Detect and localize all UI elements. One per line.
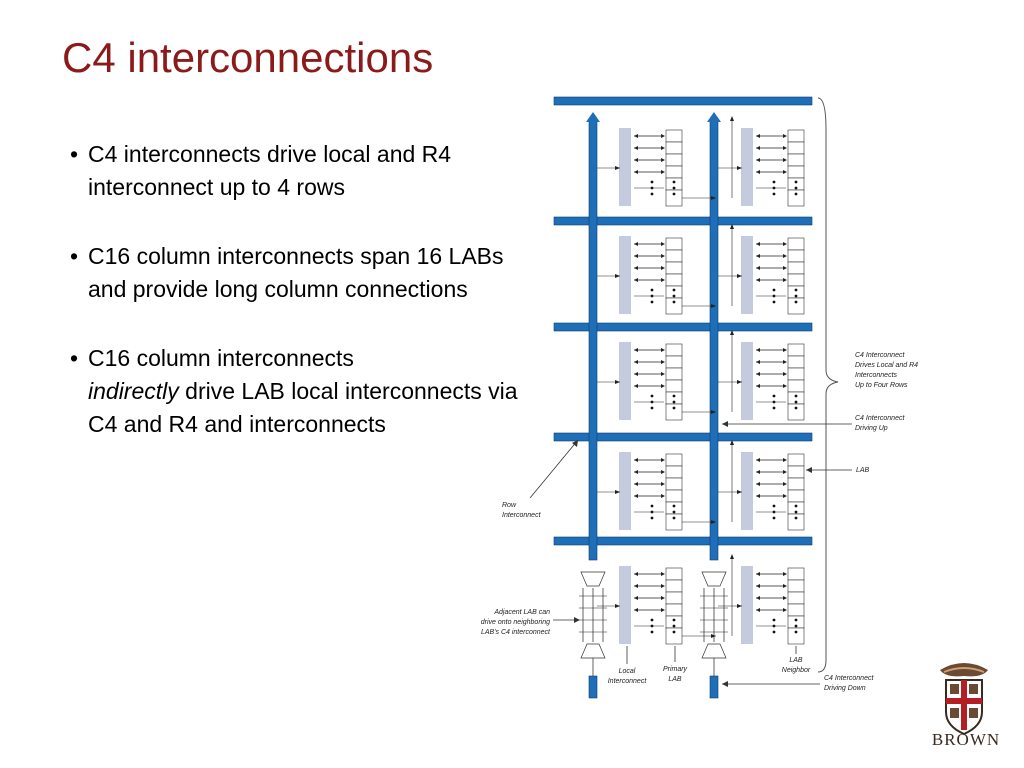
lab-cell <box>718 330 805 421</box>
svg-text:Drives Local and R4: Drives Local and R4 <box>855 362 918 369</box>
svg-text:Interconnect: Interconnect <box>608 678 648 685</box>
svg-text:LAB's C4 interconnect: LAB's C4 interconnect <box>481 629 551 636</box>
label-local-interconnect: Local Interconnect <box>608 668 648 685</box>
svg-text:Up to Four Rows: Up to Four Rows <box>855 382 908 389</box>
svg-text:Primary: Primary <box>663 666 688 673</box>
svg-text:C4 Interconnect: C4 Interconnect <box>824 675 874 682</box>
lab-cell <box>597 452 716 531</box>
bullet-text: C4 interconnects drive local and R4 inte… <box>88 141 452 200</box>
svg-text:Interconnects: Interconnects <box>855 372 898 379</box>
label-lab-neighbor: LAB Neighbor <box>782 657 811 674</box>
label-c4-drives-local-r4: C4 Interconnect Drives Local and R4 Inte… <box>855 352 918 389</box>
arrow-row-interconnect <box>529 439 579 499</box>
lab-cell <box>597 236 716 315</box>
bullet-text: C16 column interconnects <box>88 345 354 371</box>
lab-cell <box>597 128 716 207</box>
svg-text:Adjacent LAB can: Adjacent LAB can <box>493 609 550 616</box>
svg-text:LAB: LAB <box>668 676 682 683</box>
column-interconnect-bus <box>709 119 719 561</box>
row-interconnect-bus <box>553 322 813 332</box>
svg-text:Local: Local <box>619 668 636 675</box>
svg-text:Interconnect: Interconnect <box>502 512 542 519</box>
row-interconnect-bus <box>553 432 813 442</box>
diagram-annotations: C4 Interconnect Drives Local and R4 Inte… <box>481 97 918 692</box>
slide-title: C4 interconnections <box>62 34 434 81</box>
column-interconnects <box>586 112 721 699</box>
bullet-emphasis: indirectly <box>88 378 179 404</box>
bullet-item: •C16 column interconnects span 16 LABs a… <box>70 243 504 302</box>
label-adjacent-lab: Adjacent LAB can drive onto neighboring … <box>481 609 551 636</box>
brace <box>817 97 839 673</box>
row-interconnect-bus <box>553 536 813 546</box>
bullet-text: C16 column interconnects span 16 LABs an… <box>88 243 504 302</box>
column-interconnect-stub <box>588 675 598 699</box>
lab-cell <box>718 224 805 315</box>
svg-text:Driving Up: Driving Up <box>855 425 888 432</box>
label-c4-driving-down: C4 Interconnect Driving Down <box>824 675 874 692</box>
bottom-mux-structure <box>700 571 728 676</box>
brown-logo-text: BROWN <box>931 730 1001 749</box>
lab-cells <box>579 116 805 676</box>
lab-cell <box>597 342 716 421</box>
row-interconnect-bus <box>553 96 813 106</box>
label-row-interconnect: Row Interconnect <box>502 502 542 519</box>
bus-arrow-up <box>707 112 721 122</box>
svg-text:C4 Interconnect: C4 Interconnect <box>855 415 905 422</box>
lab-cell <box>597 566 716 645</box>
lab-cell <box>718 554 805 645</box>
svg-text:Neighbor: Neighbor <box>782 667 811 674</box>
svg-text:LAB: LAB <box>789 657 803 664</box>
lab-cell <box>718 116 805 207</box>
lab-cell <box>718 440 805 531</box>
label-primary-lab: Primary LAB <box>663 666 688 683</box>
svg-text:C4 Interconnect: C4 Interconnect <box>855 352 905 359</box>
bottom-mux-structure <box>579 571 607 676</box>
svg-text:Driving Down: Driving Down <box>824 685 866 692</box>
bus-arrow-up <box>586 112 600 122</box>
label-lab: LAB <box>856 467 870 474</box>
bullet-text: drive LAB local interconnects via C4 and… <box>88 378 518 437</box>
column-interconnect-stub <box>709 675 719 699</box>
bullet-list: •C4 interconnects drive local and R4 int… <box>70 138 540 477</box>
brown-shield-icon <box>940 663 988 736</box>
svg-text:drive onto neighboring: drive onto neighboring <box>481 619 550 626</box>
row-interconnects <box>553 96 813 546</box>
bullet-item: •C4 interconnects drive local and R4 int… <box>70 141 452 200</box>
label-c4-driving-up: C4 Interconnect Driving Up <box>855 415 905 432</box>
svg-text:Row: Row <box>502 502 517 509</box>
column-interconnect-bus <box>588 119 598 561</box>
row-interconnect-bus <box>553 216 813 226</box>
